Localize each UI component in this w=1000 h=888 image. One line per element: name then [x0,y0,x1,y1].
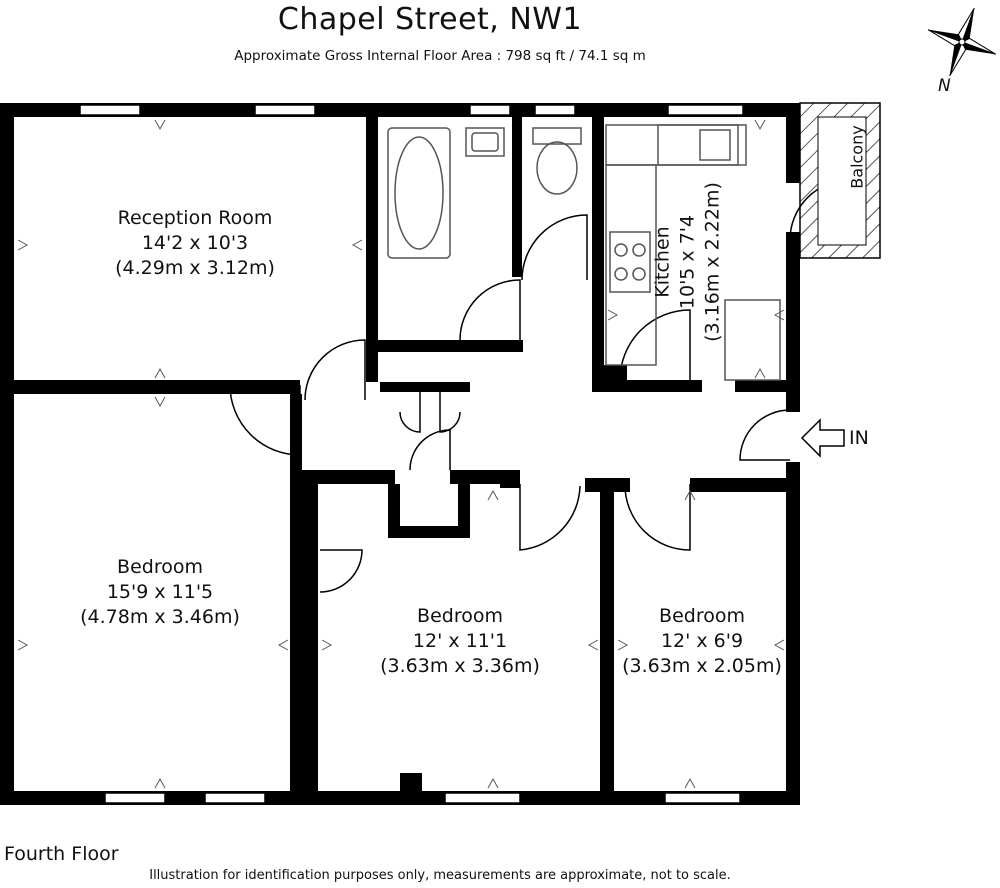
room-size-imperial: 14'2 x 10'3 [141,232,249,254]
kitchen-fixtures [605,124,781,381]
room-name: Bedroom [117,556,203,578]
disclaimer-text: Illustration for identification purposes… [149,868,731,883]
room-name: Bedroom [417,605,503,627]
room-size-imperial: 12' x 11'1 [412,630,508,652]
room-name: Bedroom [659,605,745,627]
bedroom-2-label: Bedroom 12' x 11'1 (3.63m x 3.36m) [330,604,590,679]
windows [79,104,744,804]
room-size-imperial: 12' x 6'9 [660,630,744,652]
bedroom-3-label: Bedroom 12' x 6'9 (3.63m x 2.05m) [614,604,790,679]
bath-fixtures [387,127,582,259]
interior-walls [0,117,790,804]
kitchen-label: Kitchen 10'5 x 7'4 (3.16m x 2.22m) [651,142,726,382]
floor-area-subtitle: Approximate Gross Internal Floor Area : … [234,48,646,64]
room-size-imperial: 15'9 x 11'5 [106,581,214,603]
room-size-metric: (3.16m x 2.22m) [701,182,724,342]
compass-north-label: N [938,76,951,96]
room-size-imperial: 10'5 x 7'4 [676,214,699,310]
room-size-metric: (4.78m x 3.46m) [80,606,240,628]
room-size-metric: (3.63m x 3.36m) [380,655,540,677]
balcony-label: Balcony [847,125,867,189]
room-size-metric: (4.29m x 3.12m) [115,257,275,279]
cupboard-doors [399,392,461,433]
reception-room-label: Reception Room 14'2 x 10'3 (4.29m x 3.12… [60,206,330,281]
room-size-metric: (3.63m x 2.05m) [622,655,782,677]
room-name: Reception Room [117,207,273,229]
compass-rose-icon [927,7,997,77]
bedroom-1-label: Bedroom 15'9 x 11'5 (4.78m x 3.46m) [30,555,290,630]
entrance-arrow [800,418,845,458]
floor-label: Fourth Floor [4,843,119,865]
room-name: Kitchen [651,226,674,298]
page-title: Chapel Street, NW1 [277,2,583,37]
measurement-markers [17,119,785,789]
entrance-label: IN [849,427,869,449]
balcony-outline [799,102,881,259]
